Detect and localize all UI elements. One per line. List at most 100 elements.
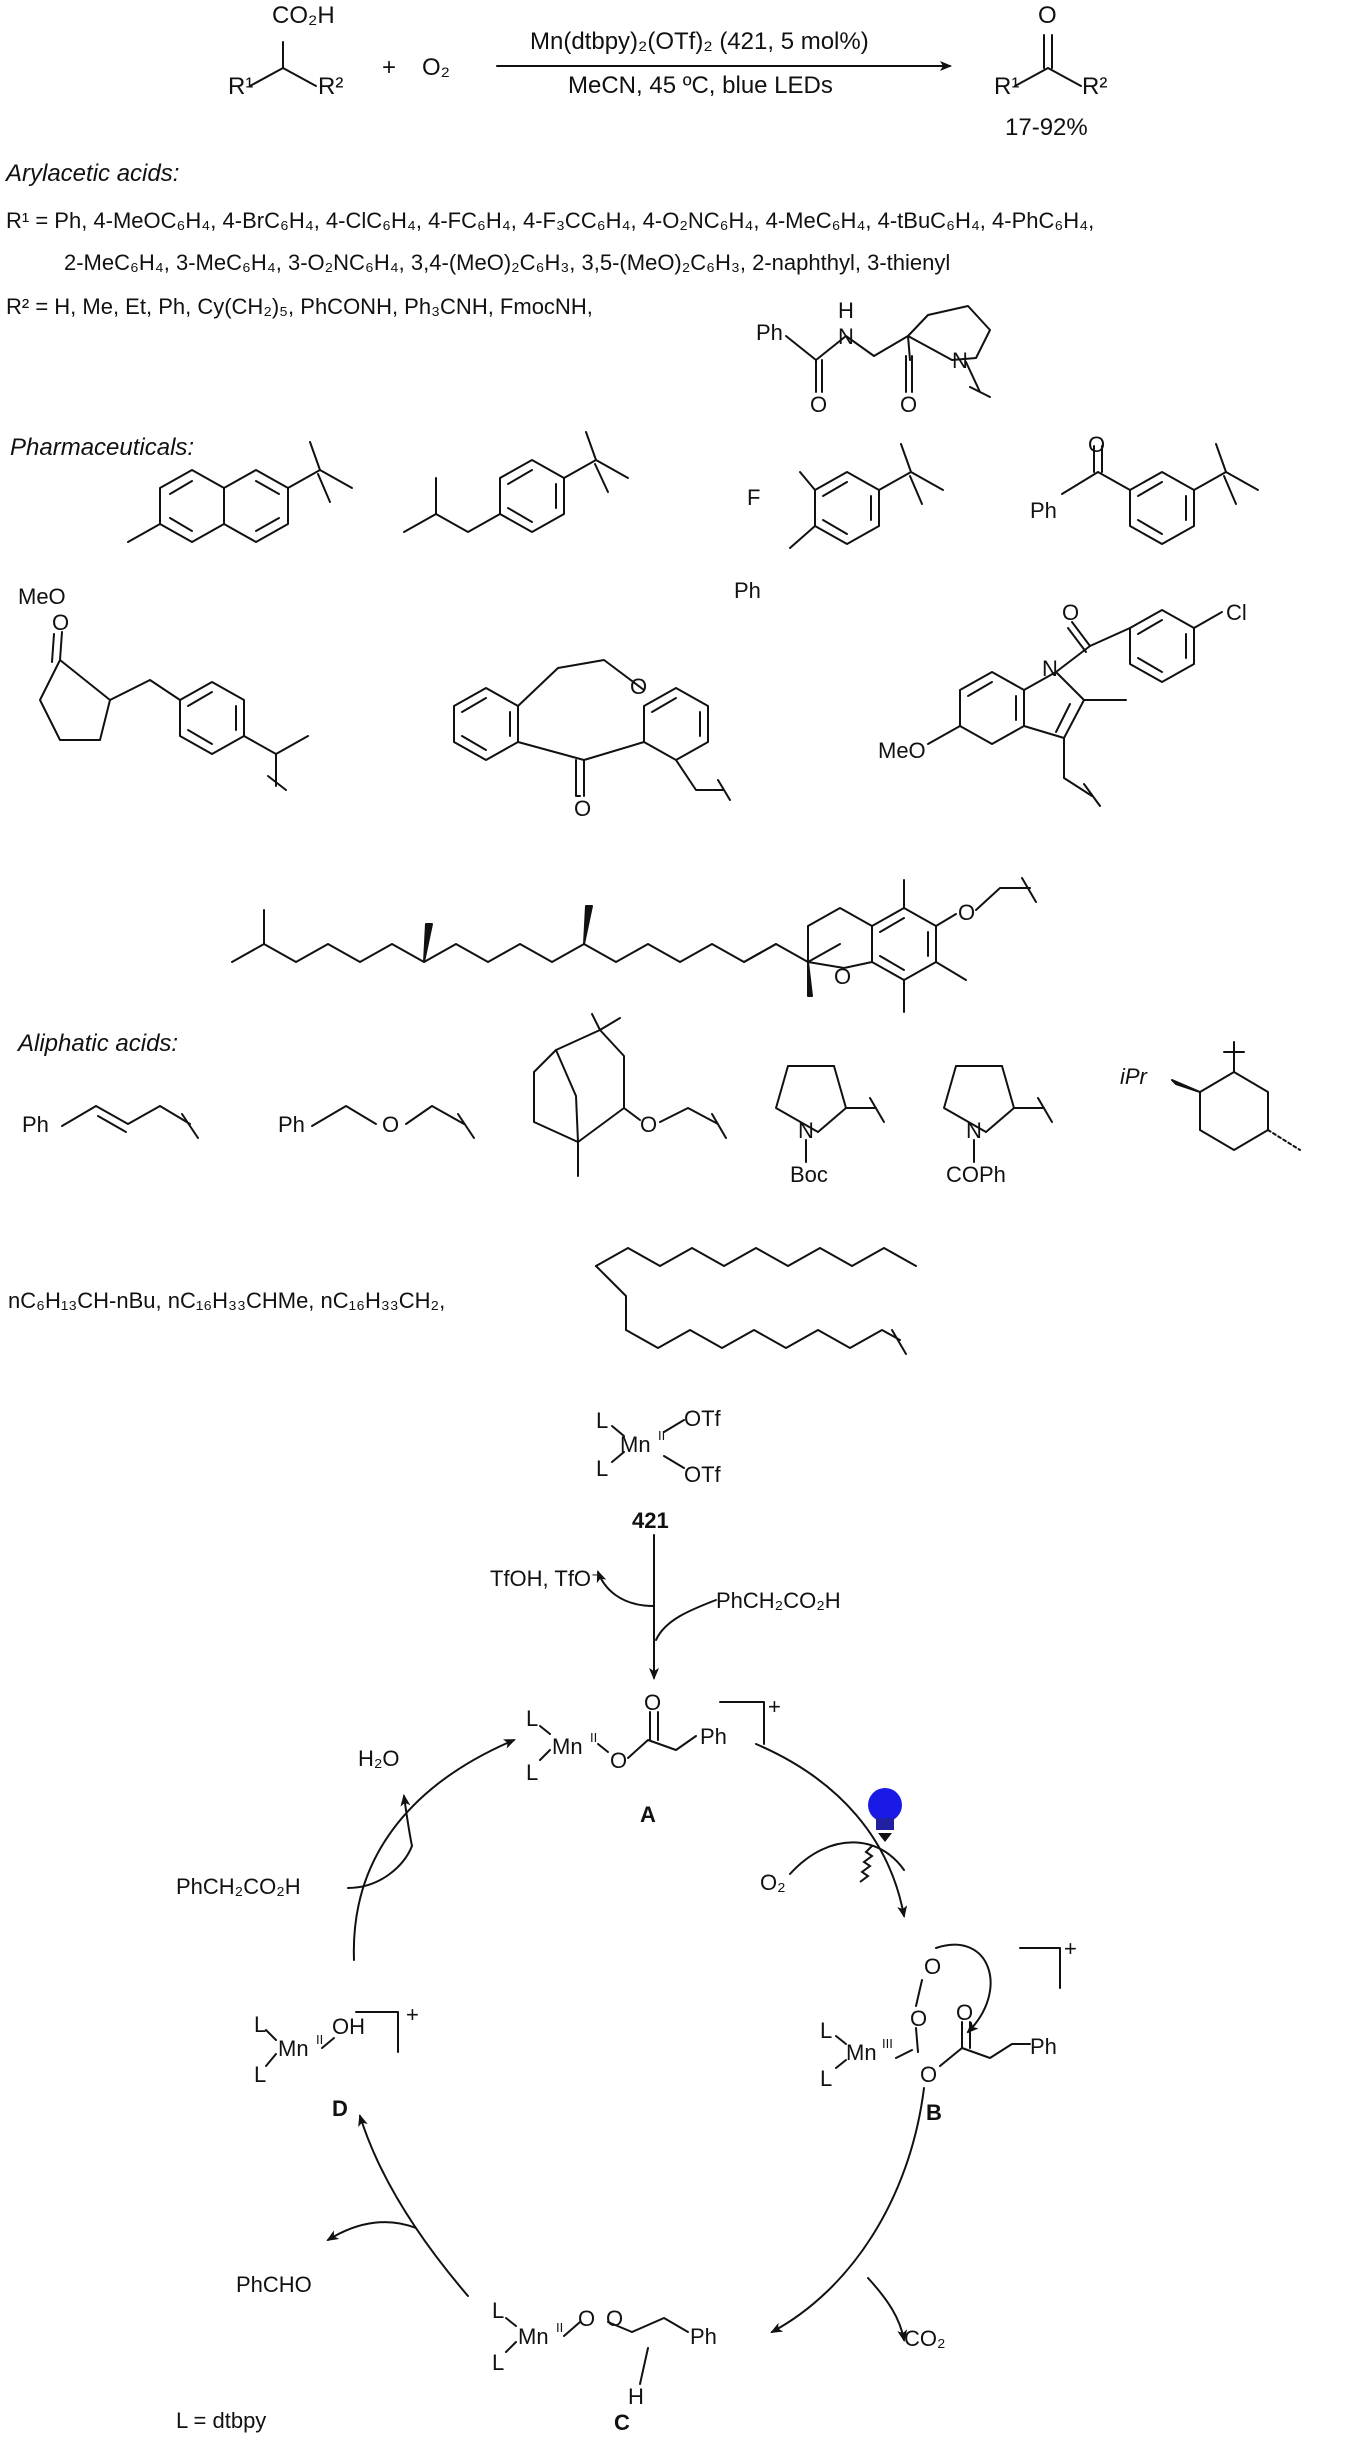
b-o3-label: O	[920, 2062, 938, 2087]
b-ph-label: Ph	[1030, 2034, 1057, 2059]
tocopherol-ring-o-label: O	[834, 964, 852, 989]
tocopherol-fragment	[231, 877, 1037, 1013]
b-o1-label: O	[924, 1954, 942, 1979]
cycle-arrow-B-to-C	[770, 2087, 925, 2342]
boc-pyrrolidine-fragment	[775, 1065, 885, 1163]
ibuprofen-fragment	[403, 431, 629, 533]
acid-input-label: PhCH₂CO₂H	[716, 1588, 841, 1613]
pharma-heading: Pharmaceuticals:	[10, 434, 195, 461]
water-label: H₂O	[358, 1746, 400, 1771]
b-ligand2-label: L	[820, 2066, 833, 2091]
b-mn-label: Mn	[846, 2040, 877, 2065]
ketoprofen-ph-label: Ph	[1030, 498, 1057, 523]
cat-mn-label: Mn	[620, 1432, 651, 1457]
flurbiprofen-f-label: F	[747, 485, 761, 510]
r1-list-line1: R¹ = Ph, 4-MeOC₆H₄, 4-BrC₆H₄, 4-ClC₆H₄, …	[6, 208, 1095, 233]
ketoprofen-o-label: O	[1088, 432, 1106, 457]
amide-ph-label: Ph	[756, 320, 783, 345]
conditions-label: MeCN, 45 ºC, blue LEDs	[568, 72, 833, 99]
d-mn-label: Mn	[278, 2036, 309, 2061]
d-charge-label: +	[406, 2002, 419, 2027]
complex-C-structure	[505, 2317, 689, 2385]
c-h-label: H	[628, 2384, 644, 2409]
d-ligand1-label: L	[254, 2012, 267, 2037]
indomethacin-cl-label: Cl	[1226, 600, 1247, 625]
c-compound-label: C	[614, 2410, 630, 2435]
product-oxygen-label: O	[1038, 2, 1057, 29]
d-ligand2-label: L	[254, 2062, 267, 2087]
tfoh-byproduct-label: TfOH, TfO⁻	[490, 1566, 603, 1591]
a-ph-label: Ph	[700, 1724, 727, 1749]
oxygen-input-label: O₂	[760, 1870, 786, 1895]
oleyl-fragment	[595, 1247, 917, 1355]
indomethacin-o-label: O	[1062, 600, 1080, 625]
lightbulb-icon	[868, 1788, 902, 1842]
b-ligand1-label: L	[820, 2018, 833, 2043]
bornyloxy-o-label: O	[640, 1112, 658, 1137]
cat-otf2-label: OTf	[684, 1462, 721, 1487]
amide-ring-n-label: N	[952, 348, 968, 373]
a-mn-label: Mn	[552, 1734, 583, 1759]
indomethacin-meo-label: MeO	[878, 738, 926, 763]
menthyl-fragment	[1171, 1041, 1301, 1151]
indomethacin-n-label: N	[1042, 656, 1058, 681]
flurbiprofen-fragment	[789, 443, 944, 549]
r2-list-line: R² = H, Me, Et, Ph, Cy(CH₂)₅, PhCONH, Ph…	[6, 294, 593, 319]
doxepin-keto-o-label: O	[574, 796, 592, 821]
loxoprofen-o-label: O	[52, 610, 70, 635]
amide-fragment	[785, 305, 991, 398]
cycle-arrow-C-to-D	[326, 2114, 469, 2297]
catalyst-421-structure	[611, 1419, 685, 1469]
complex-B-structure	[835, 1943, 1061, 2069]
ligand-definition-label: L = dtbpy	[176, 2408, 267, 2433]
d-compound-label: D	[332, 2096, 348, 2121]
co2-label: CO₂	[904, 2326, 946, 2351]
c-ligand1-label: L	[492, 2298, 505, 2323]
doxepin-fragment	[453, 659, 731, 801]
reactant-r1-label: R¹	[228, 73, 254, 100]
bornyloxy-fragment	[533, 1013, 727, 1177]
complex-A-structure	[539, 1701, 765, 1761]
b-charge-label: +	[1064, 1936, 1077, 1961]
c-oxidation-state: II	[556, 2320, 564, 2335]
b-oxidation-state: III	[882, 2036, 893, 2051]
b-o2-label: O	[910, 2006, 928, 2031]
cinnamyl-ph-label: Ph	[22, 1112, 49, 1137]
catalyst-label: Mn(dtbpy)₂(OTf)₂ (421, 5 mol%)	[530, 28, 869, 55]
cat-ligand2-label: L	[596, 1456, 609, 1481]
c-o1-label: O	[578, 2306, 596, 2331]
amide-nh-h-label: H	[838, 298, 854, 323]
amide-o1-label: O	[810, 392, 828, 417]
amide-n-label: N	[838, 324, 854, 349]
loxoprofen-fragment	[39, 631, 309, 791]
c-ligand2-label: L	[492, 2350, 505, 2375]
flurbiprofen-ph-label: Ph	[734, 578, 761, 603]
cycle-arrow-A-to-B	[755, 1743, 908, 1918]
tocopherol-ether-o-label: O	[958, 900, 976, 925]
catalyst-number-label: 421	[632, 1508, 669, 1533]
product-structure	[1014, 34, 1082, 87]
arylacetic-heading: Arylacetic acids:	[6, 160, 180, 187]
cat-oxidation-state: II	[658, 1428, 666, 1443]
aliphatic-heading: Aliphatic acids:	[18, 1030, 179, 1057]
plus-sign: +	[382, 54, 397, 81]
cat-otf1-label: OTf	[684, 1406, 721, 1431]
yield-label: 17-92%	[1005, 114, 1088, 141]
aliphatic-chains-label: nC₆H₁₃CH-nBu, nC₁₆H₃₃CHMe, nC₁₆H₃₃CH₂,	[8, 1288, 446, 1313]
b-compound-label: B	[926, 2100, 942, 2125]
entry-arrow	[596, 1534, 717, 1680]
a-o1-label: O	[610, 1748, 628, 1773]
d-oh-label: OH	[332, 2014, 365, 2039]
menthyl-ipr-label: iPr	[1120, 1064, 1147, 1089]
ketoprofen-fragment	[1061, 443, 1259, 545]
a-oxidation-state: II	[590, 1730, 598, 1745]
naproxen-meo-label: MeO	[18, 584, 66, 609]
boc-label: Boc	[790, 1162, 828, 1187]
amide-o2-label: O	[900, 392, 918, 417]
boc-n-label: N	[798, 1118, 814, 1143]
a-ligand2-label: L	[526, 1760, 539, 1785]
cat-ligand1-label: L	[596, 1408, 609, 1433]
a-ligand1-label: L	[526, 1706, 539, 1731]
benzyloxy-o-label: O	[382, 1112, 400, 1137]
r1-list-line2: 2-MeC₆H₄, 3-MeC₆H₄, 3-O₂NC₆H₄, 3,4-(MeO)…	[64, 250, 951, 275]
